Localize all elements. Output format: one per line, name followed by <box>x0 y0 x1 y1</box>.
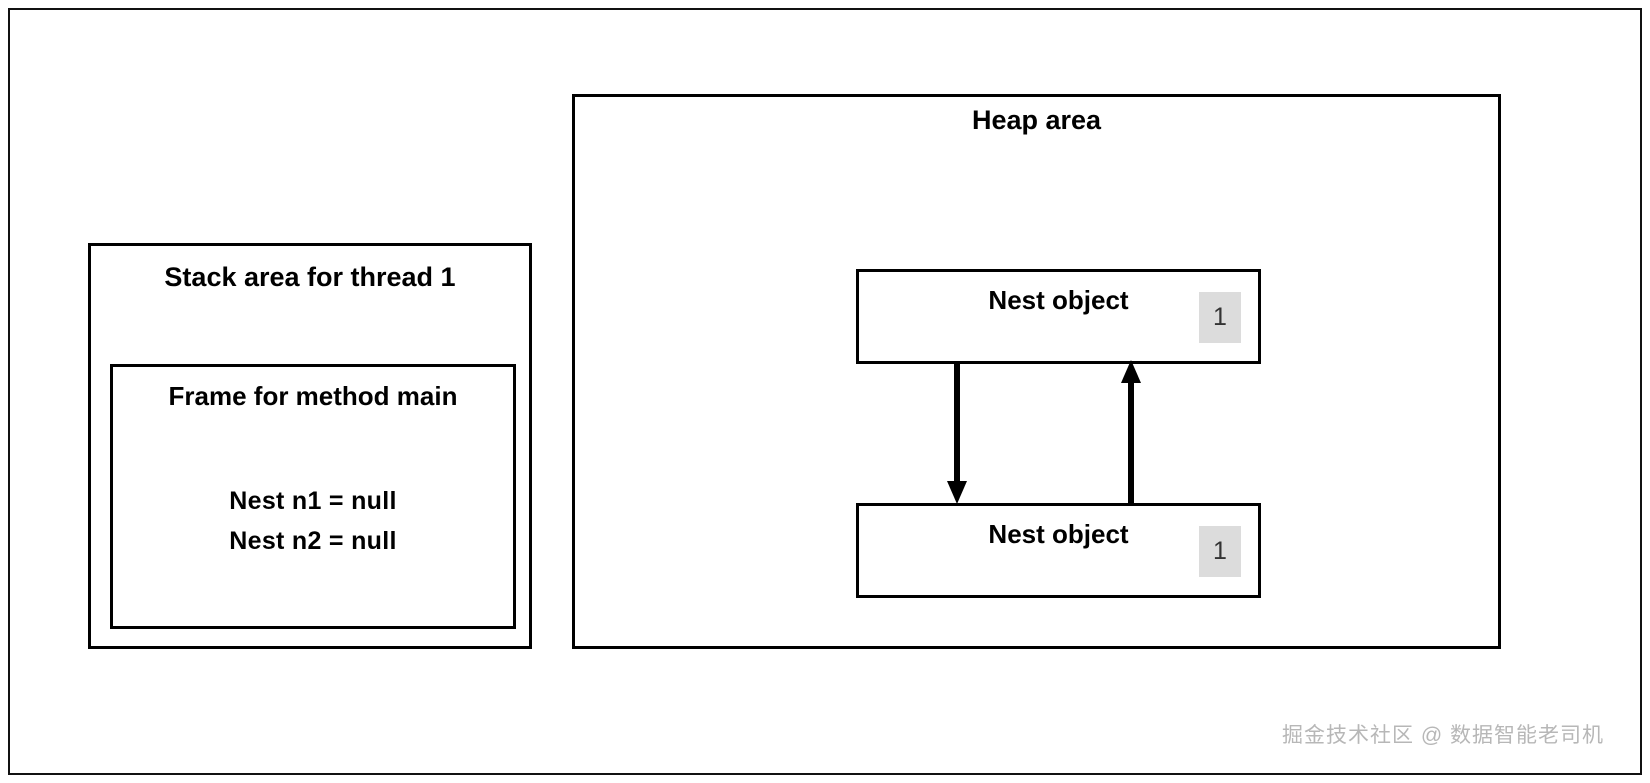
arrow-up-icon <box>1119 359 1143 505</box>
reference-count-badge: 1 <box>1199 526 1241 577</box>
watermark-text: 掘金技术社区 @ 数据智能老司机 <box>1282 724 1604 747</box>
frame-variable-n1: Nest n1 = null <box>229 487 397 515</box>
frame-main-title: Frame for method main <box>168 381 458 411</box>
reference-count-badge: 1 <box>1199 292 1241 343</box>
heap-area-title: Heap area <box>971 105 1102 135</box>
stack-area-box: Stack area for thread 1 Frame for method… <box>88 243 532 649</box>
frame-variable-n2: Nest n2 = null <box>229 527 397 555</box>
heap-object-label: Nest object <box>988 519 1129 549</box>
frame-main-box: Frame for method main Nest n1 = null Nes… <box>110 364 516 629</box>
page-frame: Stack area for thread 1 Frame for method… <box>8 8 1642 775</box>
heap-object-nest-1: Nest object 1 <box>856 269 1261 364</box>
heap-object-label: Nest object <box>988 285 1129 315</box>
arrow-down-icon <box>945 361 969 505</box>
heap-object-nest-2: Nest object 1 <box>856 503 1261 598</box>
heap-area-box: Heap area Nest object 1 Nest object 1 <box>572 94 1501 649</box>
frame-variable-list: Nest n1 = null Nest n2 = null <box>113 481 513 561</box>
stack-area-title: Stack area for thread 1 <box>164 262 456 292</box>
